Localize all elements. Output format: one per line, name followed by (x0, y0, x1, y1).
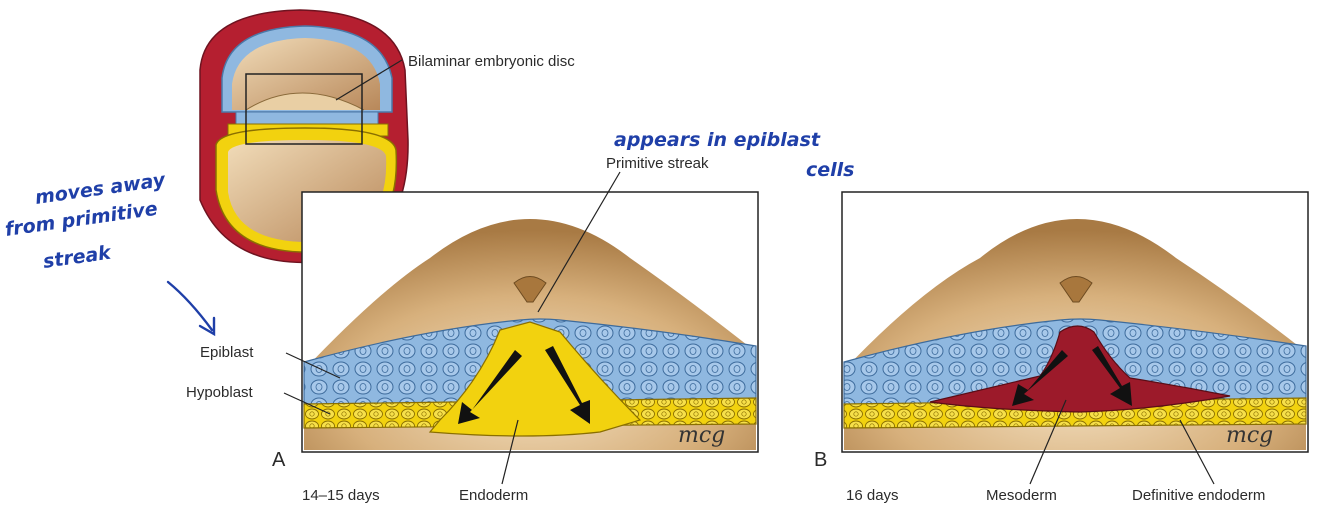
panel-b: mcg (841, 191, 1309, 453)
panel-b-mesoderm-layer (929, 325, 1231, 413)
label-bilaminar-disc: Bilaminar embryonic disc (408, 53, 575, 70)
panel-a-arrow-left (458, 350, 522, 424)
note-left-line-2: from primitive (4, 198, 159, 241)
label-mesoderm: Mesoderm (986, 487, 1057, 504)
inset-zoom-box (245, 73, 363, 145)
note-top-line-1: appears in epiblast (614, 129, 821, 151)
label-days-b: 16 days (846, 487, 899, 504)
leader-endoderm (501, 419, 519, 485)
inset-disc-hill (245, 92, 365, 111)
label-epiblast: Epiblast (200, 344, 254, 361)
panel-b-primitive-pit (1059, 276, 1093, 303)
panel-letter-b: B (814, 449, 827, 471)
leader-definitive-endoderm (1179, 419, 1215, 485)
leader-mesoderm (1029, 399, 1067, 485)
panel-a-primitive-pit (513, 276, 547, 303)
panel-a-arrow-right (545, 346, 590, 424)
leader-epiblast (285, 352, 341, 379)
panel-b-arrow-left (1012, 350, 1068, 406)
note-top-line-2: cells (806, 159, 854, 181)
note-left-line-3: streak (42, 241, 114, 272)
label-definitive-endoderm: Definitive endoderm (1132, 487, 1265, 504)
panel-a-signature: mcg (678, 423, 725, 448)
label-hypoblast: Hypoblast (186, 384, 254, 401)
panel-a: mcg (301, 191, 759, 453)
leader-bilaminar (335, 59, 403, 101)
note-left-arrow-head (198, 316, 216, 337)
leader-hypoblast (283, 392, 331, 415)
inset-epiblast (235, 111, 379, 125)
leader-primitive-streak (537, 171, 621, 313)
panel-letter-a: A (272, 449, 286, 471)
label-primitive-streak: Primitive streak (606, 155, 709, 172)
label-endoderm: Endoderm (459, 487, 528, 504)
panel-b-arrow-right (1092, 346, 1132, 406)
panel-b-signature: mcg (1226, 423, 1273, 448)
note-left-arrow-shaft (166, 280, 214, 332)
label-days-a: 14–15 days (302, 487, 380, 504)
